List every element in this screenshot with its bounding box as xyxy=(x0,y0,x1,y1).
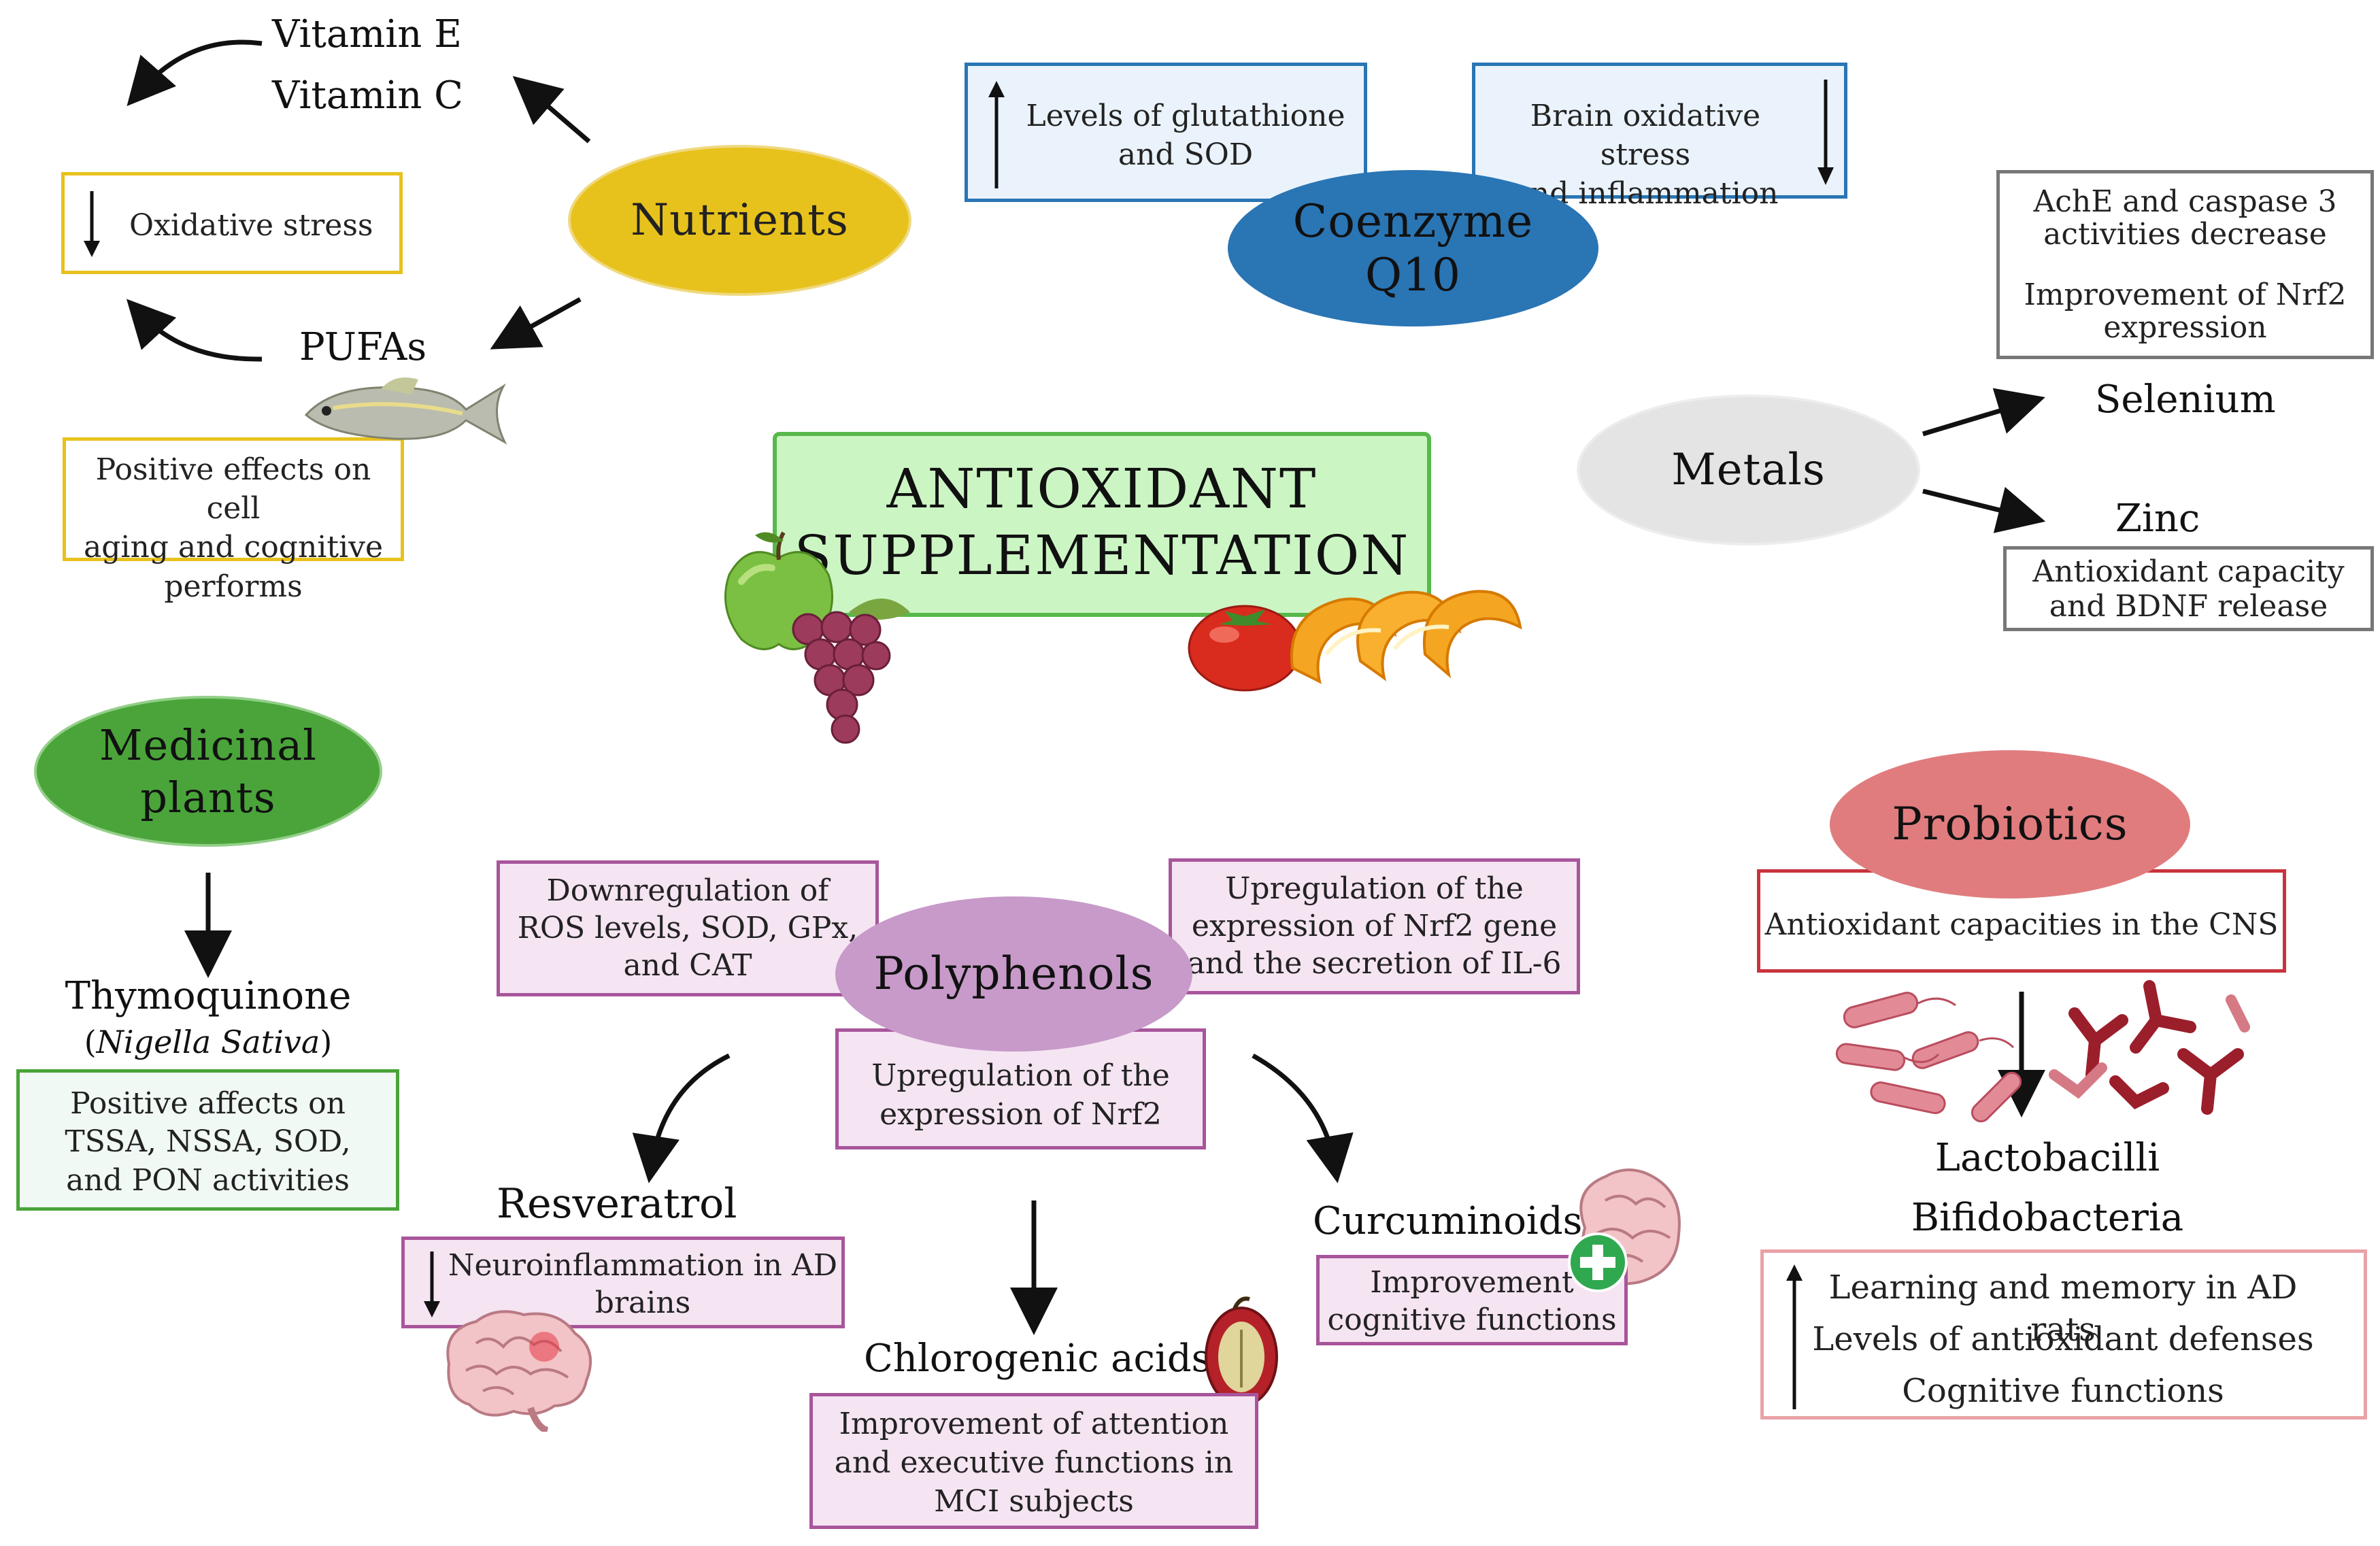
selenium-box: AchE and caspase 3 activities decrease I… xyxy=(1996,170,2374,359)
medicinal-ellipse: Medicinal plants xyxy=(34,696,382,847)
nutrients-ellipse: Nutrients xyxy=(568,145,911,296)
metals-ellipse: Metals xyxy=(1577,394,1920,545)
probiotics-effect-box: Learning and memory in AD rats Levels of… xyxy=(1760,1249,2367,1419)
fish-icon xyxy=(304,377,507,445)
thymoquinone-effect-box: Positive affects on TSSA, NSSA, SOD, and… xyxy=(16,1069,399,1211)
resveratrol-box-text: Neuroinflammation in AD brains xyxy=(448,1248,838,1320)
coenzyme-title: Coenzyme Q10 xyxy=(1292,195,1534,301)
arrow-metals-to-zinc xyxy=(1922,486,2046,533)
curcuminoids-box-text: Improvement cognitive functions xyxy=(1327,1265,1617,1337)
curcuminoids-box: Improvement cognitive functions xyxy=(1316,1255,1628,1345)
tomato-icon xyxy=(1188,605,1302,692)
arrow-nutrients-to-vitamins xyxy=(512,75,591,144)
lactobacilli-label: Lactobacilli xyxy=(1934,1136,2160,1180)
arrow-polyphenols-to-curcuminoids xyxy=(1252,1053,1354,1183)
glutathione-text: Levels of glutathione and SOD xyxy=(1026,99,1345,173)
cns-box-text: Antioxidant capacities in the CNS xyxy=(1764,907,2279,942)
nrf2-expression-text: Upregulation of the expression of Nrf2 xyxy=(871,1058,1170,1132)
nigella-close: ) xyxy=(320,1024,333,1060)
probiotics-title: Probiotics xyxy=(1892,797,2128,850)
probiotics-effect-1: Learning and memory in AD rats xyxy=(1828,1268,2298,1349)
arrow-pufas-to-oxidative xyxy=(126,299,263,362)
grapes-icon xyxy=(792,599,910,744)
bifidobacteria-label: Bifidobacteria xyxy=(1911,1196,2184,1240)
selenium-box-text-1: AchE and caspase 3 activities decrease xyxy=(2033,184,2337,252)
ros-downregulation-box: Downregulation of ROS levels, SOD, GPx, … xyxy=(497,860,879,996)
zinc-box-text: Antioxidant capacity and BDNF release xyxy=(2032,554,2345,624)
arrow-metals-to-selenium xyxy=(1922,388,2045,437)
nigella-source-label: (Nigella Sativa) xyxy=(38,1024,378,1060)
probiotics-ellipse: Probiotics xyxy=(1830,750,2190,898)
down-arrow-icon xyxy=(84,191,100,257)
thymoquinone-effect-text: Positive affects on TSSA, NSSA, SOD, and… xyxy=(65,1086,351,1198)
arrow-to-vitamin-e xyxy=(127,39,263,106)
seed-icon xyxy=(1205,1296,1278,1407)
chlorogenic-box-text: Improvement of attention and executive f… xyxy=(834,1407,1234,1519)
pufas-label: PUFAs xyxy=(299,325,427,369)
plus-icon xyxy=(1568,1232,1628,1292)
chlorogenic-box: Improvement of attention and executive f… xyxy=(809,1393,1258,1529)
thymoquinone-label: Thymoquinone xyxy=(65,974,352,1018)
nutrients-title: Nutrients xyxy=(631,195,849,246)
resveratrol-box: Neuroinflammation in AD brains xyxy=(401,1237,845,1328)
nrf2-gene-box: Upregulation of the expression of Nrf2 g… xyxy=(1169,858,1580,994)
selenium-label: Selenium xyxy=(2095,377,2276,422)
probiotics-effect-3: Cognitive functions xyxy=(1902,1372,2224,1410)
vitamin-c-label: Vitamin C xyxy=(272,73,463,118)
vitamin-e-label: Vitamin E xyxy=(272,12,463,56)
brain-icon xyxy=(446,1310,592,1432)
down-arrow-icon xyxy=(1817,80,1834,185)
zinc-label: Zinc xyxy=(2115,497,2200,541)
glutathione-box: Levels of glutathione and SOD xyxy=(965,63,1367,202)
ros-downregulation-text: Downregulation of ROS levels, SOD, GPx, … xyxy=(517,873,858,983)
metals-title: Metals xyxy=(1671,445,1826,495)
pufa-effect-text: Positive effects on cell aging and cogni… xyxy=(83,452,384,604)
down-arrow-icon xyxy=(424,1251,440,1317)
coenzyme-ellipse: Coenzyme Q10 xyxy=(1228,170,1598,326)
nigella-species: Nigella Sativa xyxy=(96,1024,320,1060)
polyphenols-title: Polyphenols xyxy=(873,947,1154,1000)
orange-slices-icon xyxy=(1290,590,1522,684)
arrow-nutrients-to-pufas xyxy=(490,297,582,350)
center-title-line2: SUPPLEMENTATION xyxy=(794,524,1410,587)
zinc-box: Antioxidant capacity and BDNF release xyxy=(2003,546,2374,631)
curcuminoids-label: Curcuminoids xyxy=(1313,1199,1583,1243)
probiotics-effect-2: Levels of antioxidant defenses xyxy=(1812,1320,2314,1358)
medicinal-title: Medicinal plants xyxy=(99,720,317,823)
chlorogenic-label: Chlorogenic acids xyxy=(864,1337,1211,1381)
oxidative-stress-box: Oxidative stress xyxy=(61,172,403,274)
brain-stress-box: Brain oxidative stress and inflammation xyxy=(1472,63,1847,211)
nigella-open: ( xyxy=(84,1024,97,1060)
arrow-polyphenols-to-resveratrol xyxy=(632,1053,731,1183)
oxidative-stress-text: Oxidative stress xyxy=(129,208,373,243)
center-title-line1: ANTIOXIDANT xyxy=(886,457,1318,520)
up-arrow-icon xyxy=(988,81,1005,188)
selenium-box-text-2: Improvement of Nrf2 expression xyxy=(2024,278,2347,346)
center-box xyxy=(773,432,1431,617)
nrf2-gene-text: Upregulation of the expression of Nrf2 g… xyxy=(1187,871,1562,981)
polyphenols-ellipse: Polyphenols xyxy=(835,896,1192,1052)
resveratrol-label: Resveratrol xyxy=(497,1180,737,1228)
pufa-effect-box: Positive effects on cell aging and cogni… xyxy=(63,437,404,604)
bacteria-icon xyxy=(1835,980,2250,1123)
up-arrow-icon xyxy=(1786,1264,1803,1409)
